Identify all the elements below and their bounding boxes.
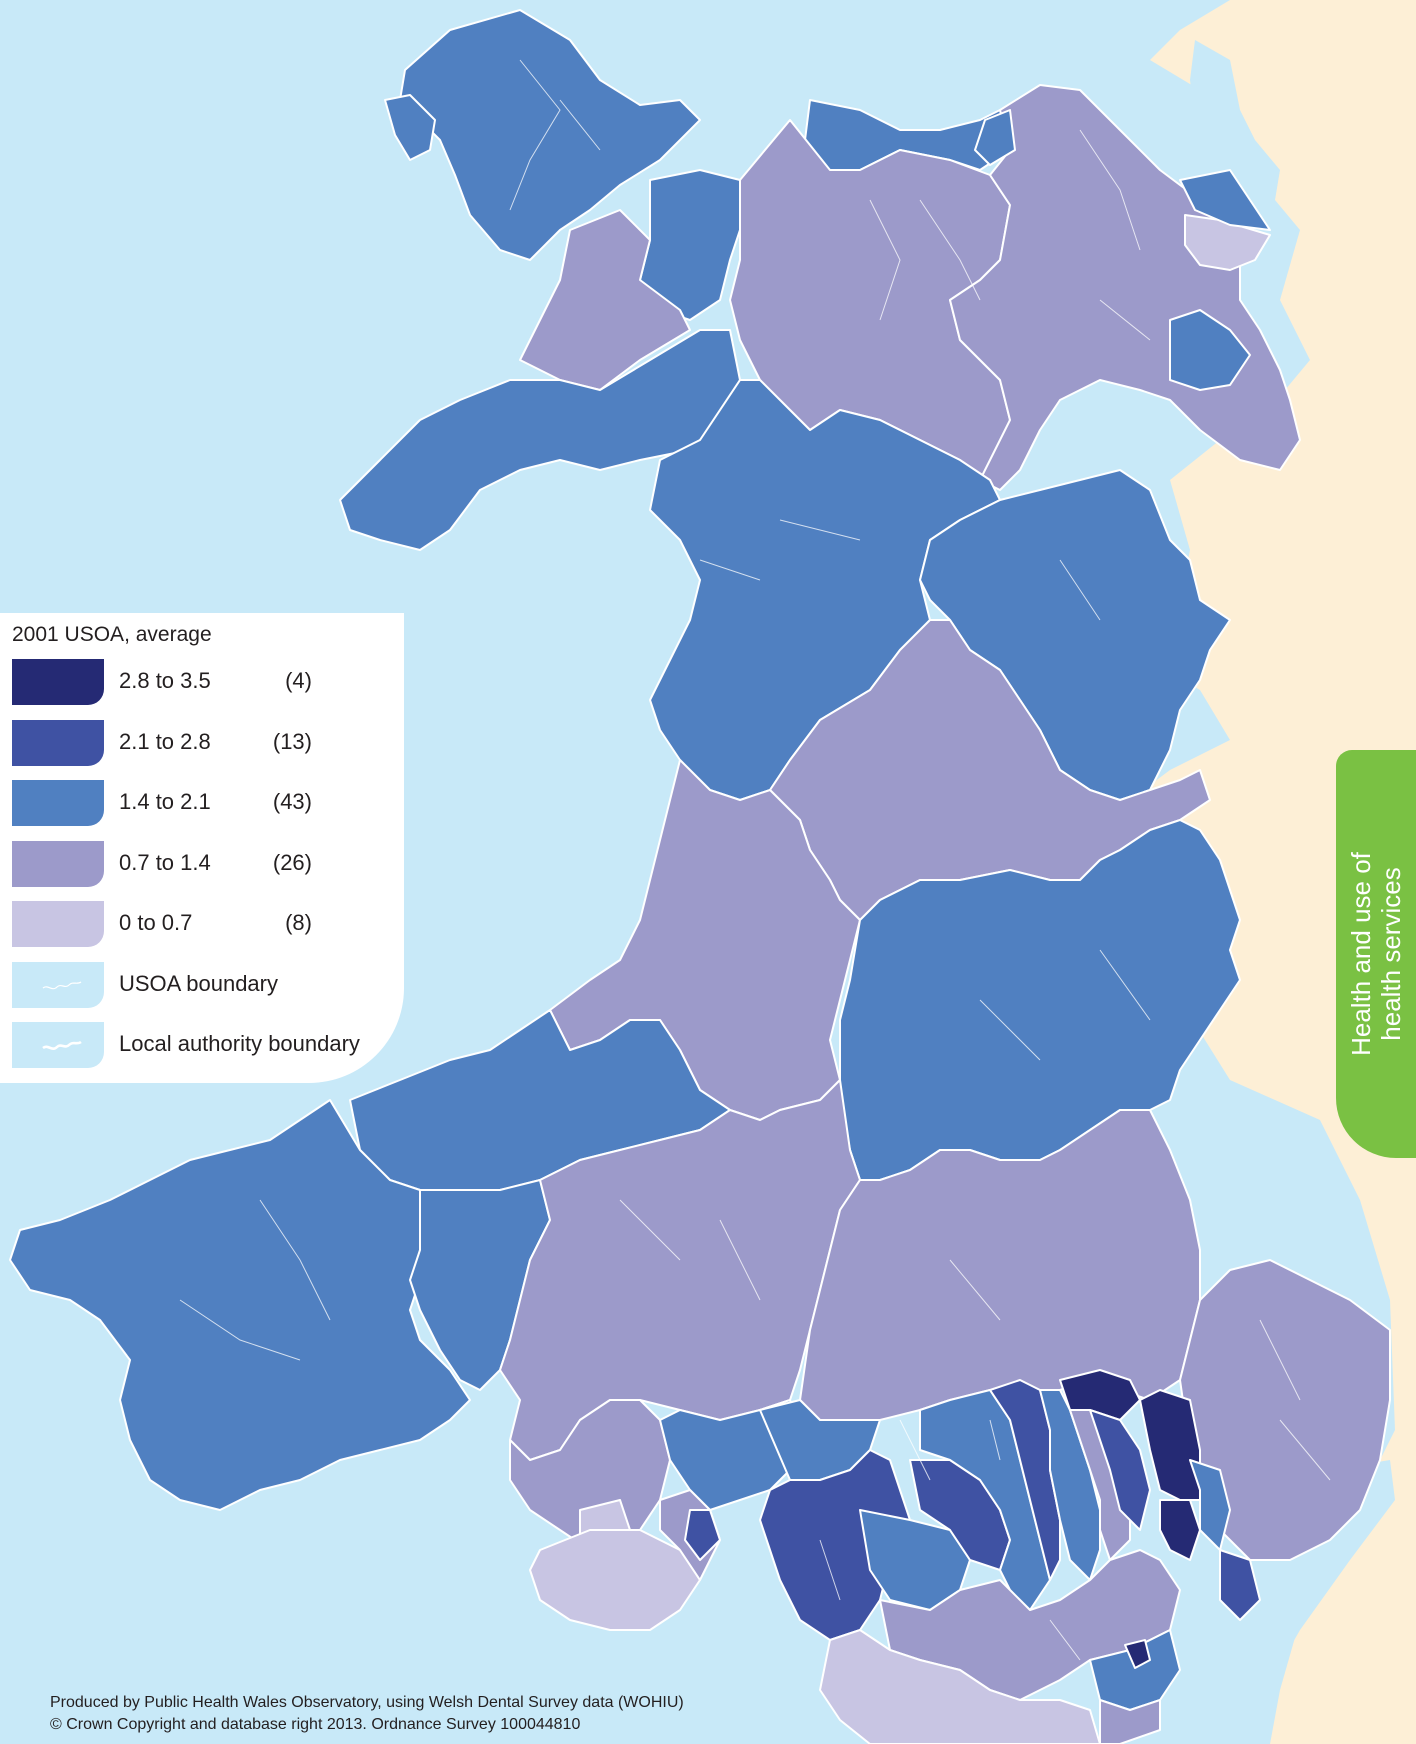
section-tab-line1: Health and use of [1346,852,1376,1056]
region-newport-darkest [1159,1499,1201,1561]
england-land [1130,0,1416,1744]
region-holy-island [384,94,436,161]
region-wrexham-blue [1169,309,1251,391]
legend-item-local-authority-boundary: Local authority boundary [0,1022,404,1072]
legend-item-1-4-to-2-1: 1.4 to 2.1 (43) [0,780,404,830]
legend-swatch [12,901,104,947]
region-arfon [519,209,691,391]
legend-swatch [12,780,104,826]
legend-count: (4) [285,668,312,693]
legend-label: Local authority boundary [119,1031,360,1056]
section-tab-text: Health and use of health services [1346,764,1406,1144]
legend-swatch [12,841,104,887]
region-penarth-purple [1099,1699,1161,1744]
usoa-boundary-lines [179,59,1331,1661]
region-flint-blue [1179,169,1271,231]
thin-wavy-line-icon [42,981,82,990]
dee-estuary [1190,40,1280,220]
legend-label: USOA boundary [119,971,278,996]
region-gower-light [529,1529,701,1631]
legend-swatch [12,1022,104,1068]
legend-swatch [12,659,104,705]
legend-count: (8) [285,910,312,935]
legend-item-usoa-boundary: USOA boundary [0,962,404,1012]
legend-item-0-7-to-1-4: 0.7 to 1.4 (26) [0,841,404,891]
legend-count: (43) [272,789,312,814]
region-tredegar-dark [1089,1409,1151,1531]
thick-wavy-line-icon [42,1040,82,1050]
legend-label: 1.4 to 2.1 [119,789,211,814]
section-tab: Health and use of health services [1336,750,1416,1158]
region-cardiff-darkest [1124,1639,1151,1669]
legend-label: 2.8 to 3.5 [119,668,211,693]
credits-line1: Produced by Public Health Wales Observat… [50,1694,684,1711]
legend-title: 2001 USOA, average [12,623,212,646]
legend-item-2-8-to-3-5: 2.8 to 3.5 (4) [0,659,404,709]
legend-label: 2.1 to 2.8 [119,729,211,754]
section-tab-line2: health services [1376,867,1406,1041]
legend-swatch [12,962,104,1008]
legend-count: (13) [272,729,312,754]
legend-count: (26) [272,850,312,875]
region-vale-light [819,1629,1101,1744]
region-carmarthen [499,1079,861,1461]
region-newport-south-dark [1219,1549,1261,1621]
legend: 2001 USOA, average 2.8 to 3.5 (4) 2.1 to… [0,613,404,1083]
region-carmarthen-south [509,1399,671,1551]
legend-label: 0 to 0.7 [119,910,193,935]
legend-item-0-to-0-7: 0 to 0.7 (8) [0,901,404,951]
credits-line2: © Crown Copyright and database right 201… [50,1716,581,1733]
legend-item-2-1-to-2-8: 2.1 to 2.8 (13) [0,720,404,770]
region-llyn [339,329,741,551]
region-neath-dark [684,1509,721,1561]
region-ebbw-darkest [1059,1369,1141,1421]
legend-label: 0.7 to 1.4 [119,850,211,875]
legend-swatch [12,720,104,766]
credits: Produced by Public Health Wales Observat… [50,1692,684,1736]
region-rhyl-blue [974,109,1016,166]
